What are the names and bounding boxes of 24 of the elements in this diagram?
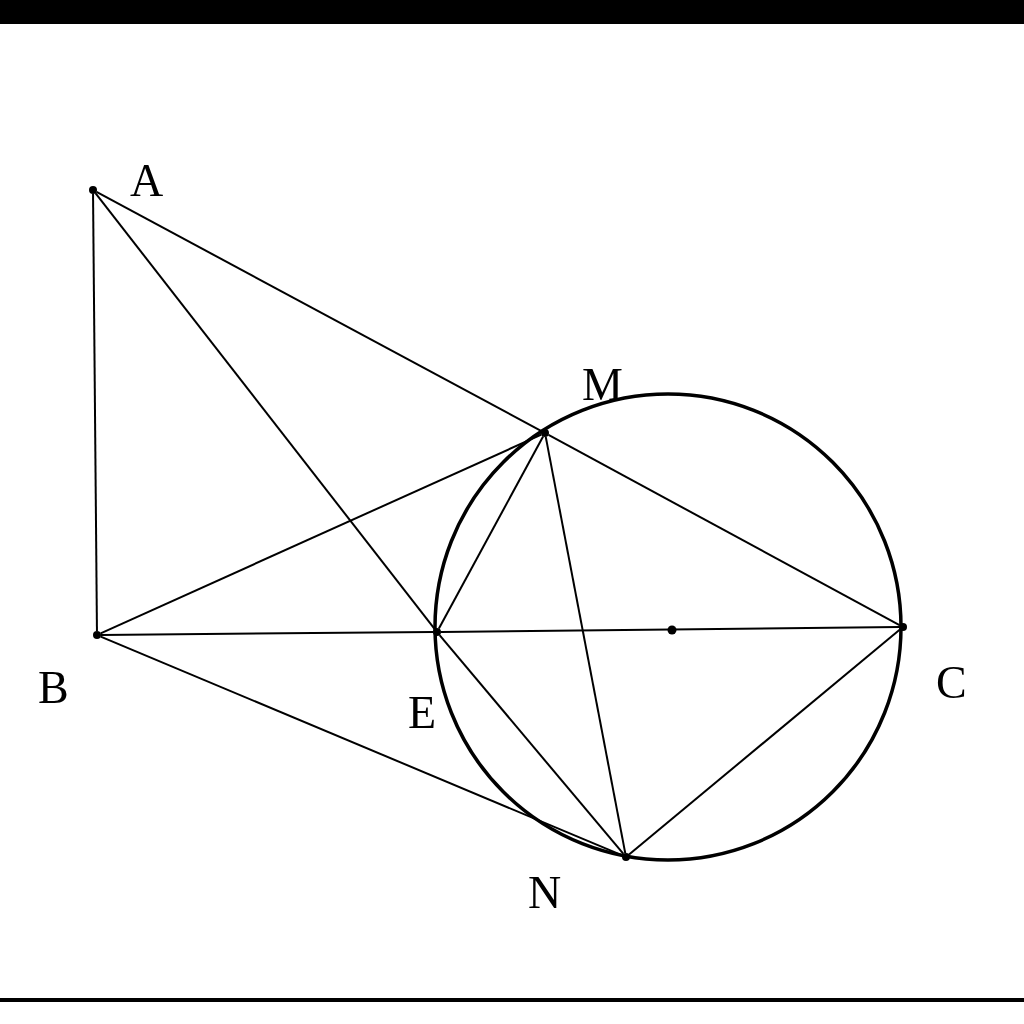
line-segment <box>544 435 627 855</box>
point-label: B <box>38 665 69 711</box>
point <box>899 623 907 631</box>
line-segment <box>437 435 545 630</box>
point <box>622 853 630 861</box>
point-label: A <box>130 158 164 204</box>
point-label: N <box>528 870 562 916</box>
line-segment <box>99 433 543 635</box>
point <box>433 628 441 636</box>
point <box>541 429 549 437</box>
line-segment <box>94 192 436 630</box>
line-segment <box>547 433 901 627</box>
point-label: M <box>582 362 623 408</box>
line-segment <box>92 193 98 632</box>
point <box>89 186 97 194</box>
line-segment <box>100 631 434 636</box>
line-segment <box>95 190 543 433</box>
line-segment <box>440 626 900 633</box>
point <box>93 631 101 639</box>
line-segment <box>99 635 624 857</box>
point-label: C <box>936 660 967 706</box>
line-segment <box>628 628 901 856</box>
point-label: E <box>408 690 437 736</box>
line-segment <box>438 634 625 855</box>
